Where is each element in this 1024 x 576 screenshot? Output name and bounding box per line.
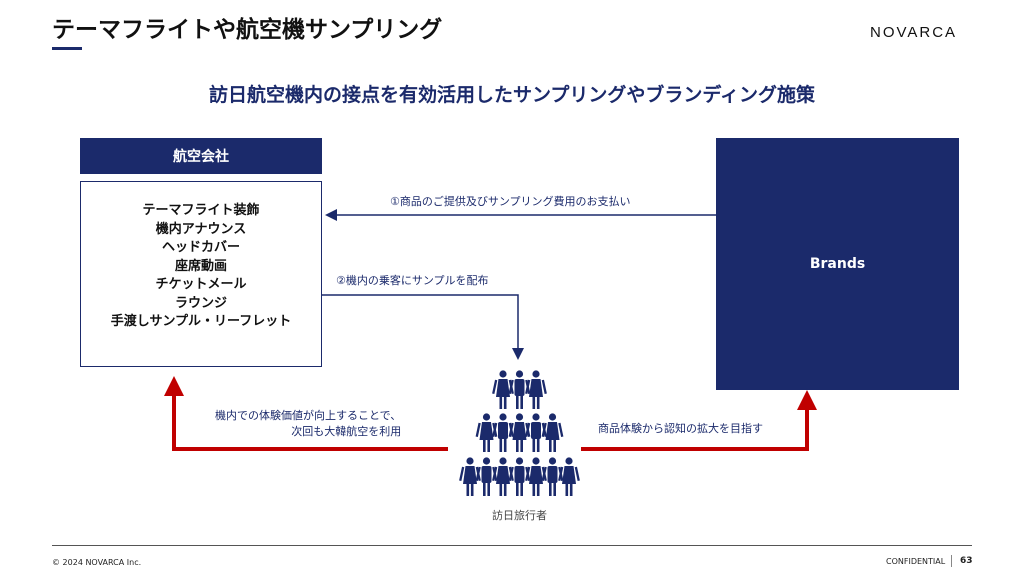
page-title: テーマフライトや航空機サンプリング [52,17,443,43]
distribute-arrow [322,294,524,360]
footer-divider [52,545,972,546]
confidential-label: CONFIDENTIAL [886,557,946,566]
touchpoint-item: 手渡しサンプル・リーフレット [110,314,292,329]
airline-header: 航空会社 [80,138,322,174]
person-icon [541,413,564,452]
awareness-label: 商品体験から認知の拡大を目指す [598,422,763,435]
distribute-label: ②機内の乗客にサンプルを配布 [336,274,489,287]
page-number: 63 [960,556,973,566]
travelers-label: 訪日旅行者 [492,509,547,522]
touchpoint-item: 機内アナウンス [155,221,247,237]
person-icon [492,457,514,496]
person-icon [525,370,547,409]
touchpoint-item: テーマフライト装飾 [142,203,260,218]
payment-label: ①商品のご提供及びサンプリング費用のお支払い [390,195,631,208]
title-underline [52,47,82,50]
touchpoint-item: ヘッドカバー [161,240,240,255]
person-icon [508,413,531,452]
loyalty-label: 機内での体験価値が向上することで、 次回も大韓航空を利用 [215,408,401,440]
slide-subtitle: 訪日航空機内の接点を有効活用したサンプリングやブランディング施策 [208,84,816,106]
airline-touchpoints-box: テーマフライト装飾 機内アナウンス ヘッドカバー 座席動画 チケットメール ラウ… [80,181,322,367]
touchpoint-item: チケットメール [155,277,247,292]
loyalty-label-line1: 機内での体験価値が向上することで、 [215,409,402,422]
traveler-crowd [459,370,580,496]
novarca-logo: NOVARCA [870,24,958,41]
loyalty-label-line2: 次回も大韓航空を利用 [291,425,402,438]
loyalty-arrow [164,376,448,451]
person-icon [508,370,531,409]
footer-separator [951,555,952,567]
person-icon [459,457,481,496]
person-icon [475,457,498,496]
touchpoint-item: ラウンジ [174,295,227,311]
awareness-arrow [581,390,817,451]
person-icon [558,457,580,496]
copyright: © 2024 NOVARCA Inc. [52,558,142,567]
touchpoint-item: 座席動画 [174,258,227,274]
person-icon [525,457,547,496]
person-icon [475,413,498,452]
brands-box: Brands [716,138,959,390]
